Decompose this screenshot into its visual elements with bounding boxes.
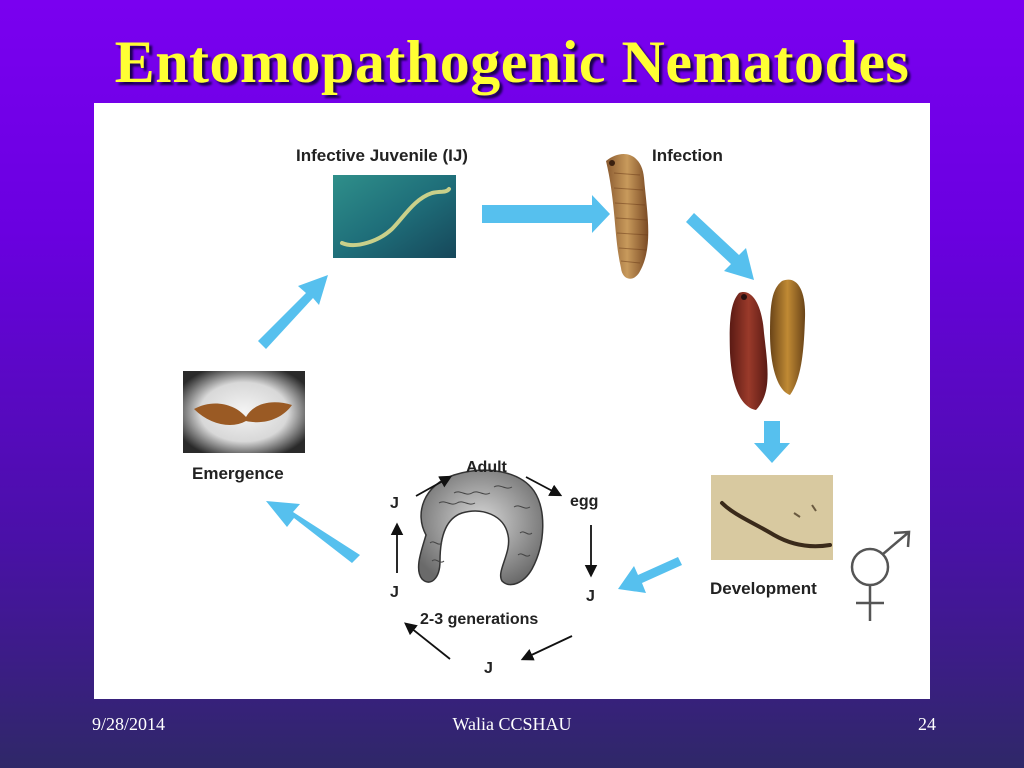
arrow-development-to-cycle xyxy=(618,557,682,593)
cycle-arrows xyxy=(258,195,790,593)
label-j-left-high: J xyxy=(390,495,399,512)
label-infective-juvenile: Infective Juvenile (IJ) xyxy=(296,146,468,165)
label-j-bottom: J xyxy=(484,660,493,677)
development-photo xyxy=(711,475,833,560)
label-infection: Infection xyxy=(652,146,723,165)
footer-author: Walia CCSHAU xyxy=(452,714,572,734)
male-female-symbol xyxy=(850,530,911,621)
arrow-cycle-to-emergence xyxy=(266,501,360,563)
label-j-left-low: J xyxy=(390,584,399,601)
infective-juvenile-photo xyxy=(333,175,456,258)
infection-larva-image xyxy=(606,154,649,279)
footer-page-number: 24 xyxy=(918,714,936,734)
inner-cycle-arrows xyxy=(390,475,598,661)
life-cycle-diagram: Infective Juvenile (IJ) Infection Develo… xyxy=(94,103,930,699)
footer-date: 9/28/2014 xyxy=(92,714,166,734)
label-j-right: J xyxy=(586,588,595,605)
arrow-infection-to-larvae xyxy=(686,213,754,280)
label-egg: egg xyxy=(570,493,599,510)
infected-larvae-image xyxy=(729,279,806,410)
arrow-emergence-to-ij xyxy=(258,275,328,349)
label-development: Development xyxy=(710,579,817,598)
diagram-graphics xyxy=(183,154,911,661)
arrow-ij-to-infection xyxy=(482,195,610,233)
label-emergence: Emergence xyxy=(192,464,284,483)
label-generations: 2-3 generations xyxy=(420,611,539,628)
slide-title: Entomopathogenic Nematodes xyxy=(114,29,910,95)
cadaver-nematodes-image xyxy=(417,469,544,586)
emergence-photo xyxy=(183,371,305,453)
label-adult: Adult xyxy=(466,459,507,476)
arrow-larvae-to-development xyxy=(754,421,790,463)
